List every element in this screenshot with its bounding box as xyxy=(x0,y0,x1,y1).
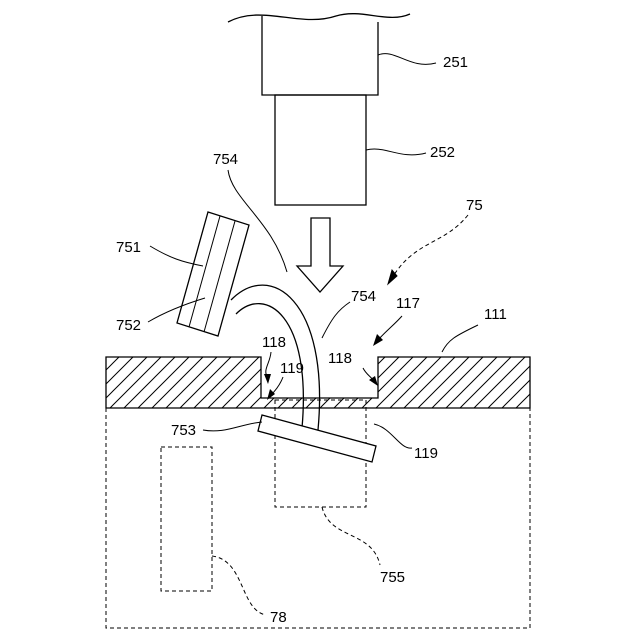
tool-lower-252 xyxy=(275,95,366,205)
label-111: 111 xyxy=(484,306,507,323)
connector-753 xyxy=(258,415,376,462)
label-119-left: 119 xyxy=(280,360,304,377)
arrow-117 xyxy=(373,316,402,346)
label-118-right: 118 xyxy=(328,350,352,367)
module-751-752 xyxy=(177,212,249,336)
label-75: 75 xyxy=(466,197,483,214)
label-753: 753 xyxy=(171,422,196,439)
label-752: 752 xyxy=(116,317,141,334)
arrow-75 xyxy=(388,215,468,284)
tool-upper-251 xyxy=(228,14,410,95)
component-78 xyxy=(161,447,212,591)
label-251: 251 xyxy=(443,54,468,71)
label-754-side: 754 xyxy=(351,288,376,305)
label-118-left: 118 xyxy=(262,334,286,351)
label-755: 755 xyxy=(380,569,405,586)
label-117: 117 xyxy=(396,295,420,312)
label-754-top: 754 xyxy=(213,151,238,168)
label-751: 751 xyxy=(116,239,141,256)
press-direction-arrow xyxy=(297,218,343,292)
label-78: 78 xyxy=(270,609,287,626)
label-119-right: 119 xyxy=(414,445,438,462)
leader-lines xyxy=(148,54,478,615)
arrow-119-left xyxy=(267,377,283,400)
label-252: 252 xyxy=(430,144,455,161)
